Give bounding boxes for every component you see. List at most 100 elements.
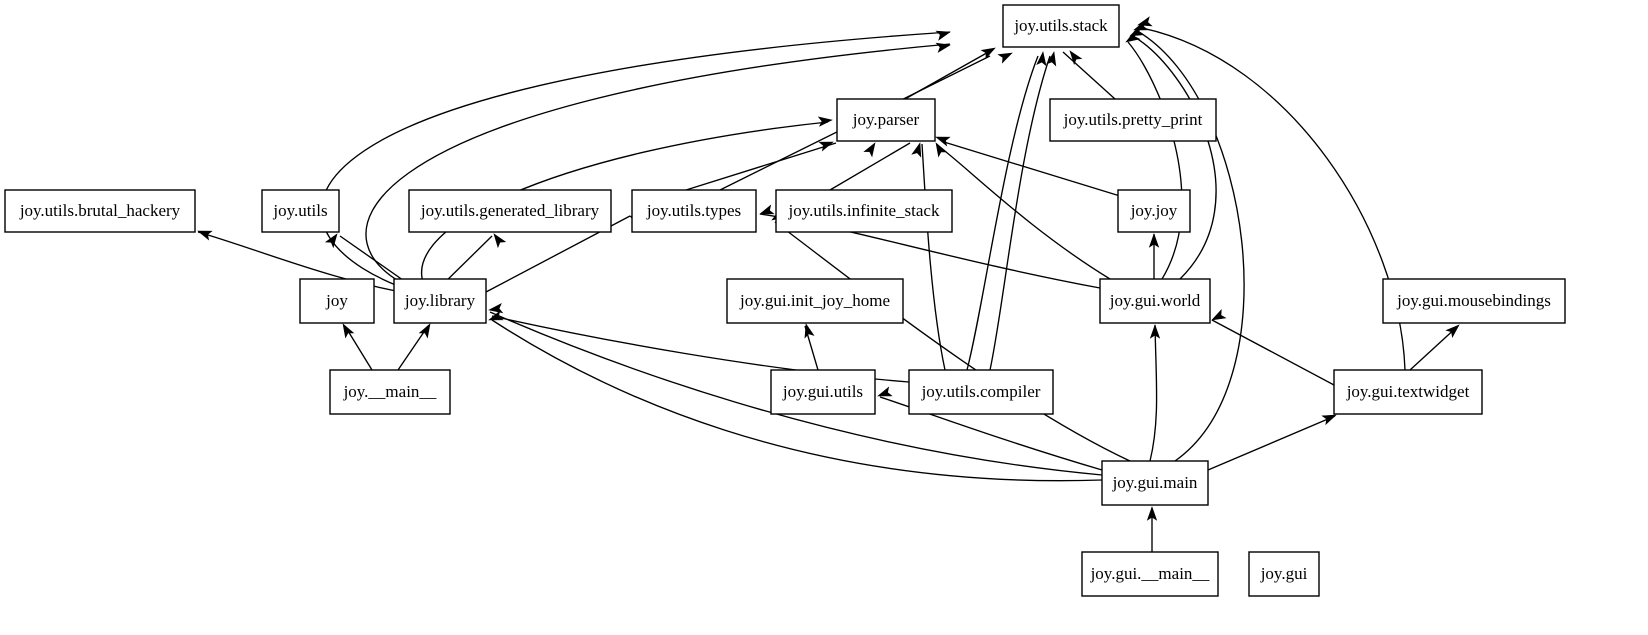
arrowhead-into-joy-gui-world (1211, 309, 1227, 321)
node-joy-gui-textwidget[interactable]: joy.gui.textwidget (1333, 369, 1483, 415)
node-joy---main--[interactable]: joy.__main__ (329, 369, 451, 415)
node-label: joy.gui (1260, 564, 1308, 583)
node-box (329, 369, 451, 415)
node-joy-gui---main--[interactable]: joy.gui.__main__ (1081, 551, 1219, 597)
node-box (1382, 278, 1566, 324)
node-box (1081, 551, 1219, 597)
arrowhead-into-joy-parser (818, 141, 834, 152)
node-label: joy.gui.utils (782, 382, 863, 401)
node-box (1333, 369, 1483, 415)
edge-joy-joy-to-joy-parser (943, 141, 1121, 197)
edge-joy-gui-textwidget-to-joy-gui-world (1211, 319, 1335, 386)
edge-joy-gui-main-to-joy-library (491, 319, 1103, 482)
arrowheads-layer (197, 16, 1460, 521)
arrowhead-into-joy-utils-brutal-hackery (197, 230, 213, 241)
edge-joy-gui-world-to-joy-utils-stack (1127, 41, 1183, 280)
arrowhead-into-joy-parser (935, 142, 948, 158)
arrowhead-into-joy-utils (324, 233, 338, 249)
node-label: joy (325, 291, 348, 310)
node-box (261, 189, 340, 233)
node-label: joy.__main__ (343, 382, 437, 401)
node-box (1117, 189, 1191, 233)
node-joy-utils-types[interactable]: joy.utils.types (631, 189, 757, 233)
arrowhead-into-joy-utils-generated-library (493, 233, 507, 249)
arrowhead-into-joy-parser (911, 142, 922, 158)
arrowhead-into-joy-gui-mousebindings (1445, 324, 1460, 339)
arrowhead-into-joy-parser (817, 116, 833, 127)
node-label: joy.joy (1130, 201, 1178, 220)
edge-joy---main---to-joy-library (397, 325, 429, 371)
arrowhead-into-joy-utils-stack (1046, 51, 1057, 67)
node-joy-gui[interactable]: joy.gui (1248, 551, 1320, 597)
node-label: joy.utils.stack (1013, 16, 1108, 35)
edge-joy-gui-main-to-joy-utils-stack (1138, 31, 1245, 462)
node-label: joy.gui.__main__ (1090, 564, 1210, 583)
arrowhead-into-joy-joy (1148, 233, 1160, 248)
arrowhead-into-joy-utils-stack (997, 52, 1013, 64)
node-box (1099, 278, 1211, 324)
node-joy-gui-utils[interactable]: joy.gui.utils (770, 369, 876, 415)
edge-joy-gui-main-to-joy-utils-types (774, 221, 1131, 462)
node-label: joy.utils.infinite_stack (788, 201, 940, 220)
edge-joy-library-to-joy-utils-brutal-hackery (197, 231, 418, 296)
node-box (631, 189, 757, 233)
node-joy-gui-world[interactable]: joy.gui.world (1099, 278, 1211, 324)
edge-joy-gui-textwidget-to-joy-gui-mousebindings (1409, 325, 1459, 371)
edge-joy-gui-main-to-joy-library (489, 311, 1103, 476)
arrowhead-into-joy-utils-types (759, 204, 775, 215)
arrowhead-into-joy-utils-stack (935, 42, 951, 53)
edge-joy-gui-main-to-joy-gui-textwidget (1207, 415, 1336, 471)
edge-joy-utils-compiler-to-joy-parser (921, 143, 946, 371)
node-label: joy.utils.types (646, 201, 741, 220)
edge-joy-utils-compiler-to-joy-utils-stack (989, 55, 1051, 371)
node-box (908, 369, 1054, 415)
edge-joy-library-to-joy-utils-stack (365, 43, 951, 294)
arrowhead-into-joy (342, 323, 355, 339)
arrowhead-into-joy-utils-stack (1036, 51, 1047, 67)
node-label: joy.gui.world (1109, 291, 1201, 310)
arrowhead-into-joy-gui-utils (877, 386, 893, 397)
node-joy-utils-pretty-print[interactable]: joy.utils.pretty_print (1049, 98, 1217, 142)
arrowhead-into-joy-parser (863, 142, 876, 158)
edge-joy-utils-types-to-joy-parser (685, 142, 837, 191)
node-joy-joy[interactable]: joy.joy (1117, 189, 1191, 233)
arrowhead-into-joy-library (418, 323, 431, 339)
arrowhead-into-joy-gui-world (1149, 324, 1161, 339)
edge-joy-gui-world-to-joy-parser (940, 147, 1111, 280)
node-joy[interactable]: joy (299, 278, 375, 324)
node-joy-utils-compiler[interactable]: joy.utils.compiler (908, 369, 1054, 415)
edge-joy-library-to-joy-utils-stack (320, 31, 951, 294)
node-box (1101, 460, 1209, 506)
node-joy-gui-mousebindings[interactable]: joy.gui.mousebindings (1382, 278, 1566, 324)
node-box (4, 189, 196, 233)
node-box (393, 278, 487, 324)
node-label: joy.library (404, 291, 476, 310)
node-joy-gui-main[interactable]: joy.gui.main (1101, 460, 1209, 506)
edge-joy-utils-compiler-to-joy-utils-stack (966, 55, 1039, 371)
node-label: joy.parser (852, 110, 920, 129)
edge-joy-gui-main-to-joy-gui-utils (879, 396, 1103, 471)
node-box (1049, 98, 1217, 142)
node-joy-utils-stack[interactable]: joy.utils.stack (1002, 4, 1120, 48)
node-joy-utils[interactable]: joy.utils (261, 189, 340, 233)
node-joy-gui-init-joy-home[interactable]: joy.gui.init_joy_home (726, 278, 904, 324)
node-label: joy.gui.main (1112, 473, 1198, 492)
node-joy-parser[interactable]: joy.parser (836, 98, 936, 142)
node-box (299, 278, 375, 324)
node-joy-utils-infinite-stack[interactable]: joy.utils.infinite_stack (775, 189, 953, 233)
node-label: joy.gui.mousebindings (1396, 291, 1551, 310)
node-label: joy.utils.generated_library (420, 201, 600, 220)
edge-joy---main---to-joy (344, 325, 373, 371)
node-label: joy.utils.pretty_print (1063, 110, 1203, 129)
arrowhead-into-joy-utils-stack (1069, 50, 1083, 66)
node-joy-library[interactable]: joy.library (393, 278, 487, 324)
arrowhead-into-joy-utils-stack (935, 30, 951, 41)
node-joy-utils-generated-library[interactable]: joy.utils.generated_library (408, 189, 612, 233)
node-label: joy.gui.init_joy_home (739, 291, 890, 310)
node-joy-utils-brutal-hackery[interactable]: joy.utils.brutal_hackery (4, 189, 196, 233)
edge-joy-gui-world-to-joy-utils-stack (1132, 35, 1217, 280)
node-label: joy.utils (272, 201, 327, 220)
edge-joy-gui-main-to-joy-gui-world (1149, 324, 1158, 462)
arrowhead-into-joy-gui-textwidget (1321, 414, 1337, 426)
